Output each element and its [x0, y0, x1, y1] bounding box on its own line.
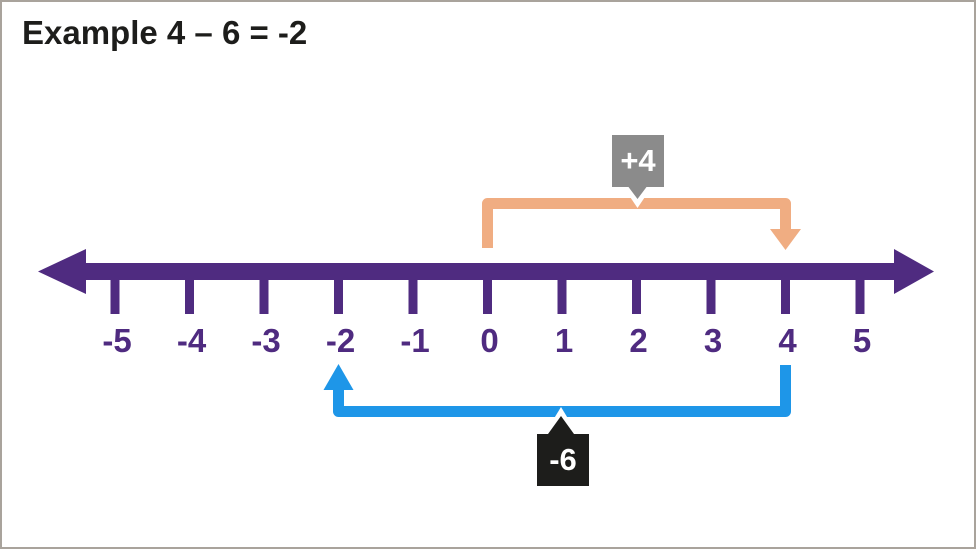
tick-label: -3 — [251, 322, 281, 359]
tick-mark — [706, 272, 716, 314]
tick-mark — [557, 272, 567, 314]
tick-label: 2 — [629, 322, 648, 359]
tick-mark — [483, 272, 492, 314]
tick-label: 3 — [703, 322, 723, 359]
tick-label: 1 — [554, 322, 574, 359]
tick-mark — [781, 272, 790, 314]
tick-label: -4 — [176, 322, 207, 359]
tick-mark — [632, 272, 641, 314]
tick-label: -5 — [102, 322, 132, 359]
tick-mark — [110, 272, 120, 314]
minus-six-pointer-icon — [548, 416, 574, 434]
tick-label: 0 — [480, 322, 499, 359]
tick-label: 4 — [778, 322, 797, 359]
plus-four-arrowhead-icon — [770, 229, 801, 250]
tick-mark — [259, 272, 269, 314]
tick-mark — [334, 272, 343, 314]
minus-six-badge: -6 — [537, 434, 589, 486]
minus-six-arc — [333, 365, 791, 417]
tick-mark — [408, 272, 418, 314]
tick-mark — [855, 272, 865, 314]
example-title: Example 4 – 6 = -2 — [22, 14, 308, 51]
tick-mark — [185, 272, 194, 314]
tick-label: 5 — [852, 322, 872, 359]
plus-four-arc — [482, 198, 791, 248]
tick-label: -1 — [400, 322, 430, 359]
plus-four-badge: +4 — [612, 135, 664, 187]
tick-label: -2 — [325, 322, 356, 359]
number-line-axis — [38, 249, 934, 294]
minus-six-arrowhead-icon — [323, 364, 354, 390]
